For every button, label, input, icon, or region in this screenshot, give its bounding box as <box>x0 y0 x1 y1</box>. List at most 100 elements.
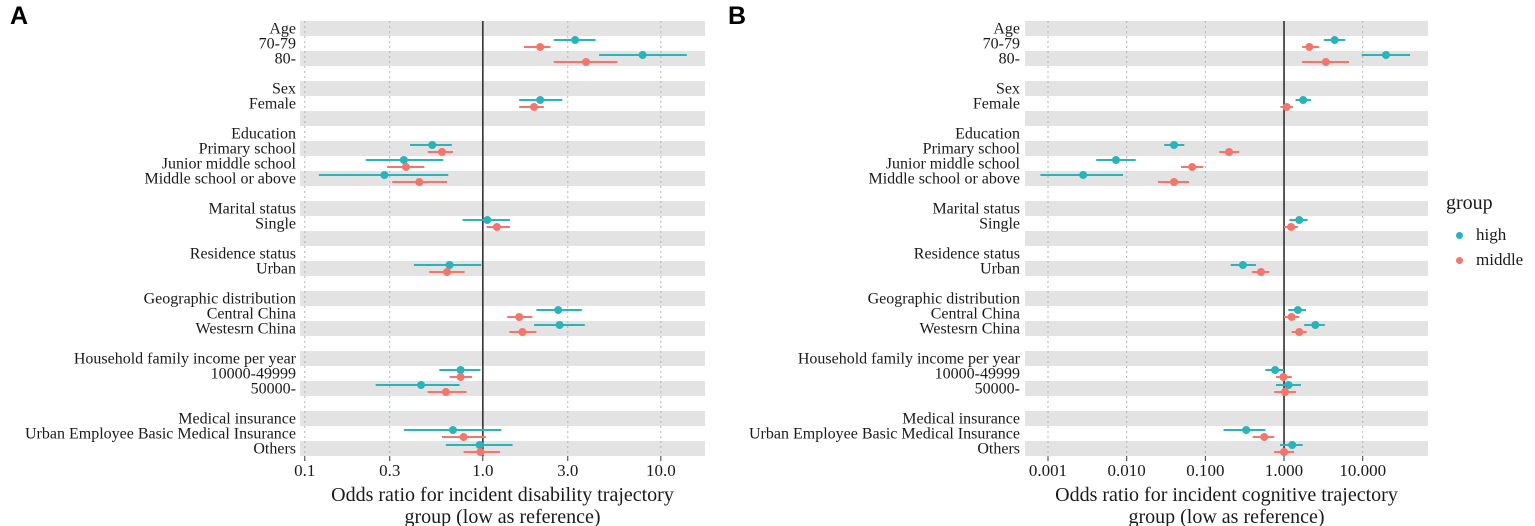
middle-or-point <box>492 223 501 231</box>
middle-or-point <box>441 388 450 396</box>
row-label: Household family income per year <box>74 350 297 367</box>
high-or-point <box>1295 216 1304 224</box>
middle-or-point <box>401 163 410 171</box>
row-label: Medical insurance <box>902 410 1020 427</box>
row-band <box>1025 291 1428 306</box>
row-label: 80- <box>275 50 296 67</box>
legend-item-middle-label: middle <box>1476 250 1524 269</box>
row-label: Central China <box>207 305 296 322</box>
row-label: Westesrn China <box>920 320 1020 337</box>
row-band <box>1025 441 1428 456</box>
row-band <box>1025 201 1428 216</box>
row-band <box>1025 51 1428 66</box>
row-label: Middle school or above <box>868 170 1020 187</box>
high-or-point <box>1170 141 1179 149</box>
middle-group-dot-icon <box>1456 256 1463 264</box>
middle-or-point <box>456 373 465 381</box>
high-or-point <box>1330 36 1339 44</box>
row-band <box>300 21 705 36</box>
row-band <box>1025 411 1428 426</box>
middle-or-point <box>1170 178 1179 186</box>
row-band <box>300 231 705 246</box>
row-band <box>300 201 705 216</box>
high-or-point <box>554 306 563 314</box>
row-label: Urban <box>256 260 296 277</box>
row-label: Residence status <box>190 245 296 262</box>
middle-or-point <box>1225 148 1234 156</box>
row-label: 80- <box>999 50 1020 67</box>
row-band <box>1025 351 1428 366</box>
row-label: Geographic distribution <box>868 290 1020 307</box>
x-tick-label: 10.000 <box>1339 461 1386 480</box>
high-or-point <box>1382 51 1391 59</box>
middle-or-point <box>536 43 545 51</box>
row-label: Female <box>249 95 296 112</box>
high-or-point <box>1288 441 1297 449</box>
row-label: Primary school <box>199 140 297 157</box>
row-label: Geographic distribution <box>144 290 296 307</box>
x-tick-label: 1.0 <box>472 461 493 480</box>
row-band <box>300 291 705 306</box>
row-band <box>300 381 705 396</box>
row-band <box>300 441 705 456</box>
high-or-point <box>1311 321 1320 329</box>
high-or-point <box>380 171 389 179</box>
row-band <box>1025 321 1428 336</box>
middle-or-point <box>1260 433 1269 441</box>
row-label: Sex <box>272 80 296 97</box>
high-or-point <box>483 216 492 224</box>
row-label: 10000-49999 <box>935 365 1020 382</box>
legend-item-middle: middle <box>1446 250 1523 270</box>
row-label: Single <box>255 215 296 232</box>
middle-or-point <box>1295 328 1304 336</box>
high-or-point <box>1079 171 1088 179</box>
middle-or-point <box>415 178 424 186</box>
middle-or-point <box>582 58 591 66</box>
row-label: Others <box>977 440 1020 457</box>
row-label: Residence status <box>914 245 1020 262</box>
row-label: Marital status <box>208 200 296 217</box>
x-tick-label: 0.010 <box>1108 461 1146 480</box>
x-tick-label: 0.001 <box>1029 461 1067 480</box>
x-axis-title: Odds ratio for incident cognitive trajec… <box>1055 484 1398 506</box>
x-tick-label: 3.0 <box>557 461 578 480</box>
high-group-dot-icon <box>1456 231 1463 239</box>
row-label: Junior middle school <box>886 155 1021 172</box>
x-tick-label: 0.3 <box>379 461 400 480</box>
panel-a-label: A <box>10 2 29 30</box>
x-tick-label: 0.100 <box>1186 461 1224 480</box>
row-band <box>1025 231 1428 246</box>
row-band <box>300 111 705 126</box>
middle-or-point <box>515 313 524 321</box>
row-label: Primary school <box>923 140 1021 157</box>
row-band <box>300 141 705 156</box>
legend-item-high-label: high <box>1476 225 1507 244</box>
row-band <box>300 171 705 186</box>
row-label: 50000- <box>975 380 1020 397</box>
x-axis-title: Odds ratio for incident disability traje… <box>331 484 674 506</box>
legend-title: group <box>1446 192 1493 214</box>
x-tick-label: 10.0 <box>646 461 676 480</box>
high-or-point <box>536 96 545 104</box>
legend-item-high: high <box>1446 225 1523 245</box>
x-axis-title: group (low as reference) <box>404 506 600 526</box>
middle-or-point <box>518 328 527 336</box>
high-or-point <box>555 321 564 329</box>
high-or-point <box>475 441 484 449</box>
high-or-point <box>1284 381 1293 389</box>
middle-or-point <box>1279 373 1288 381</box>
row-label: 70-79 <box>983 35 1020 52</box>
high-or-point <box>1299 96 1308 104</box>
middle-or-point <box>530 103 539 111</box>
high-or-point <box>448 426 457 434</box>
row-band <box>1025 261 1428 276</box>
row-label: Marital status <box>932 200 1020 217</box>
row-band <box>1025 141 1428 156</box>
row-band <box>1025 81 1428 96</box>
row-band <box>300 411 705 426</box>
row-label: Middle school or above <box>144 170 296 187</box>
